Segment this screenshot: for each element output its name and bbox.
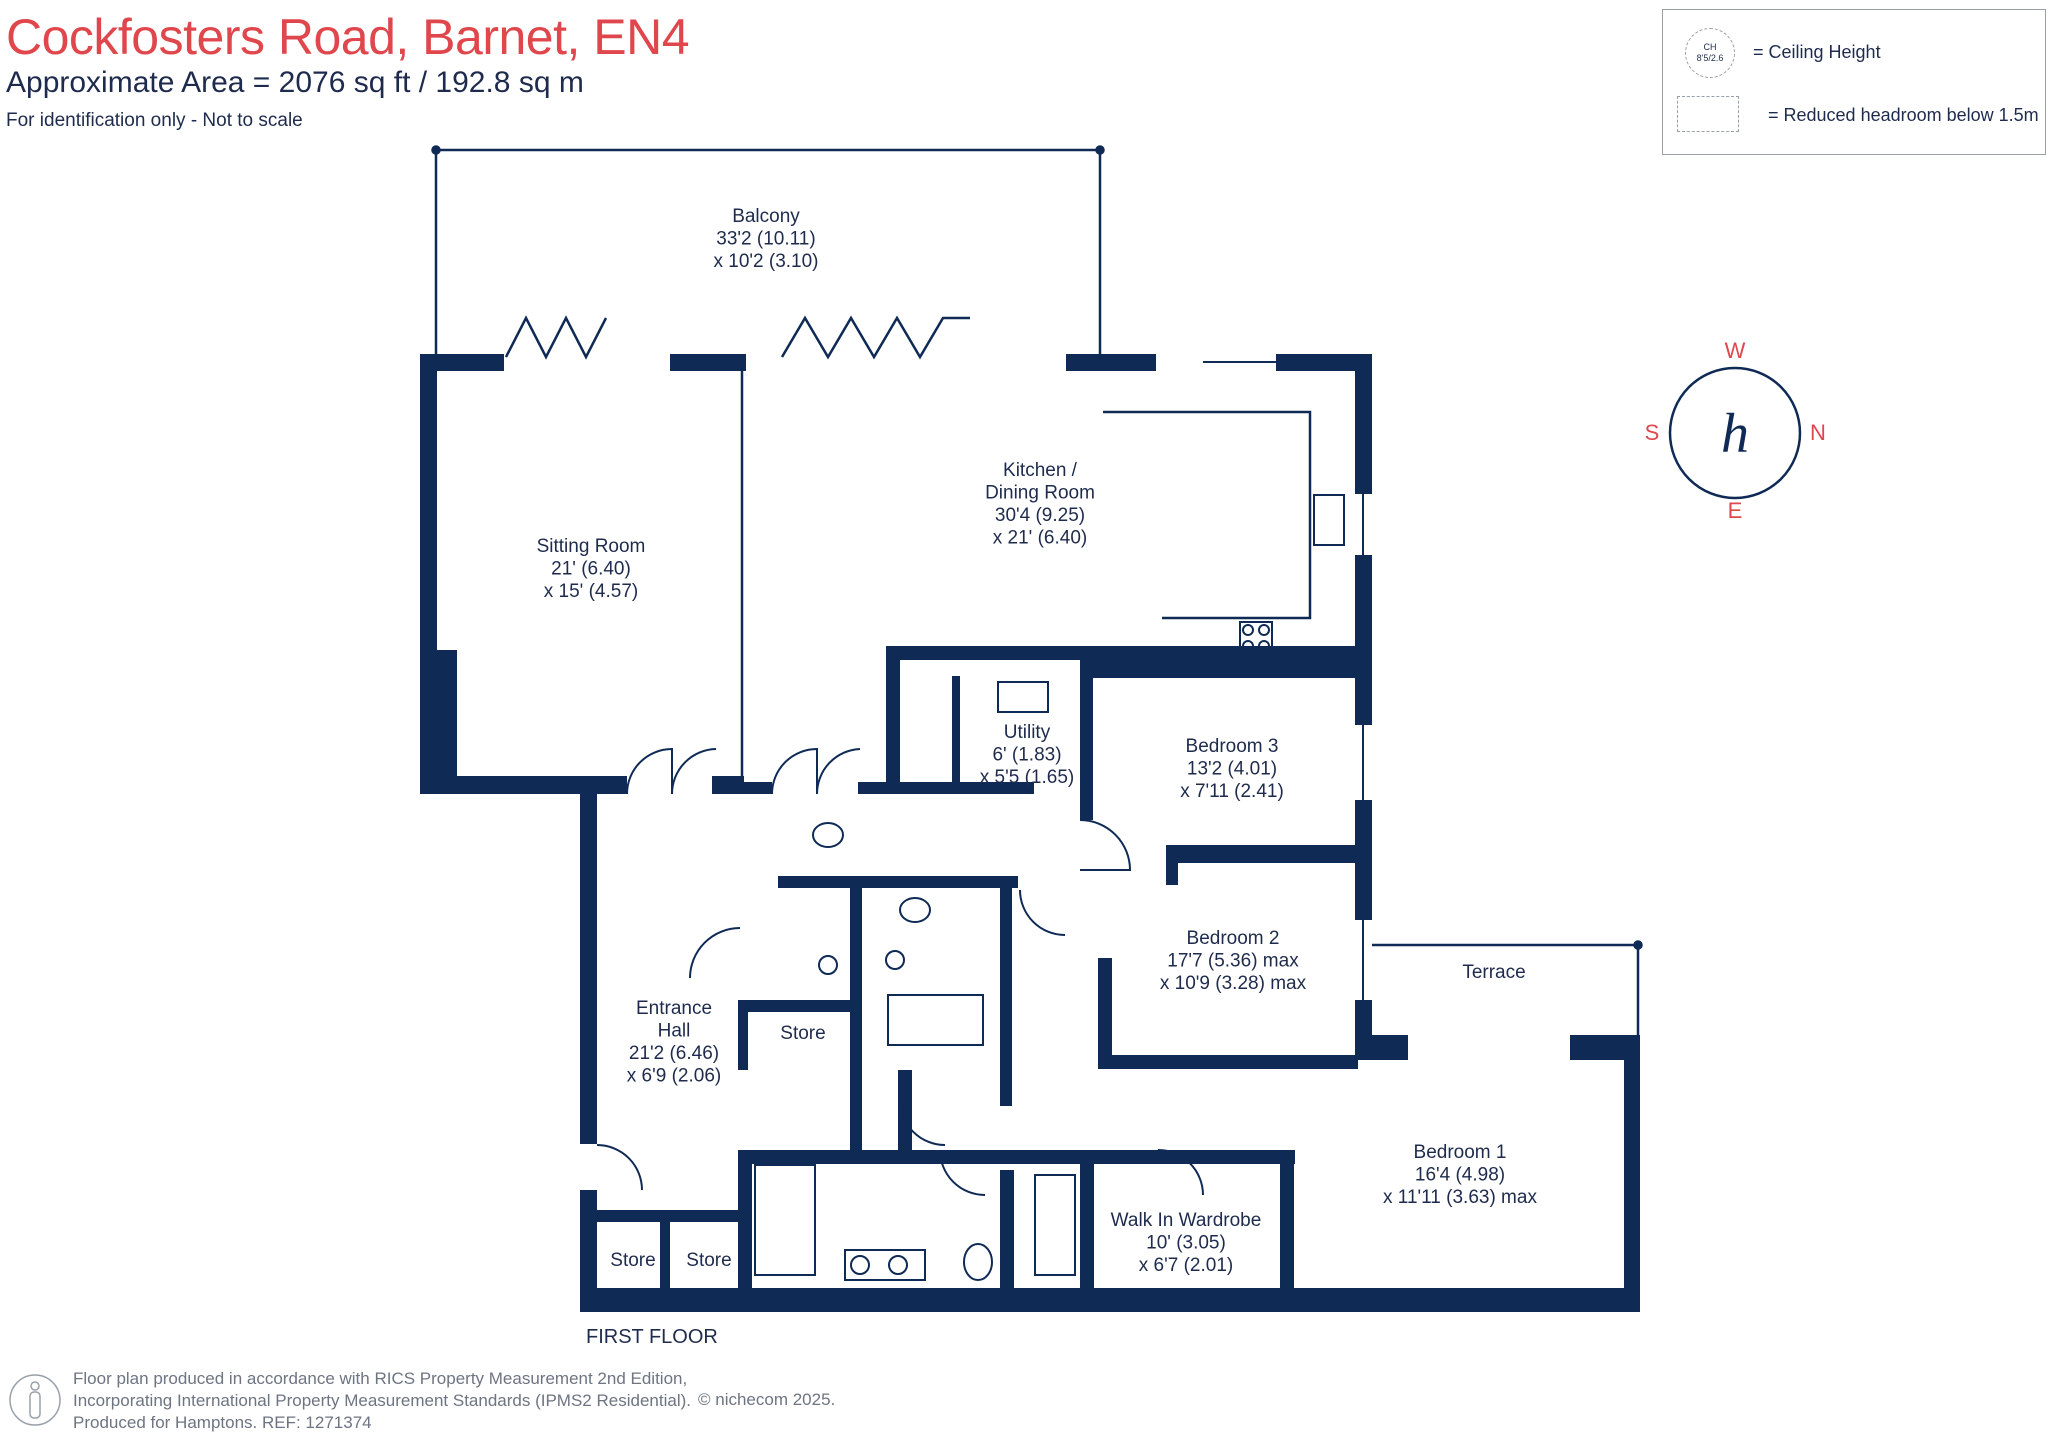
person-info-icon <box>9 1374 61 1426</box>
room-label-terrace: Terrace <box>1462 962 1525 983</box>
ceiling-height-value: 8'5/2.6 <box>1696 53 1724 63</box>
floor-label: FIRST FLOOR <box>586 1326 718 1348</box>
room-label-line: Bedroom 2 <box>1187 928 1280 949</box>
page-title: Cockfosters Road, Barnet, EN4 <box>6 9 690 65</box>
room-label-line: Dining Room <box>985 483 1095 504</box>
room-label-line: x 5'5 (1.65) <box>980 767 1074 788</box>
plan-thin-lines <box>431 145 1643 1035</box>
footer-line-1: Floor plan produced in accordance with R… <box>73 1369 688 1388</box>
room-label-line: Kitchen / <box>1003 460 1078 481</box>
compass-west: W <box>1725 338 1746 363</box>
disclaimer-note: For identification only - Not to scale <box>6 110 303 131</box>
room-label-store-right: Store <box>686 1250 731 1271</box>
room-label-line: Bedroom 3 <box>1186 736 1279 757</box>
room-label-line: Sitting Room <box>537 536 646 557</box>
room-label-line: Utility <box>1004 722 1051 743</box>
room-label-line: Bedroom 1 <box>1414 1142 1507 1163</box>
footer-line-2: Incorporating International Property Mea… <box>73 1391 691 1410</box>
compass-logo: h <box>1721 403 1749 465</box>
footer-line-3: Produced for Hamptons. REF: 1271374 <box>73 1413 372 1432</box>
room-label-line: 6' (1.83) <box>992 745 1061 766</box>
compass-south: S <box>1645 420 1660 445</box>
ceiling-height-symbol: CH 8'5/2.6 <box>1685 28 1735 78</box>
room-label-line: x 10'2 (3.10) <box>713 251 818 272</box>
room-label-line: Balcony <box>732 206 800 227</box>
room-label-line: x 10'9 (3.28) max <box>1160 973 1307 994</box>
ceiling-height-label: = Ceiling Height <box>1753 42 1881 62</box>
footer-copyright: © nichecom 2025. <box>698 1390 836 1409</box>
room-label-line: Hall <box>658 1021 691 1042</box>
room-label-line: x 7'11 (2.41) <box>1180 781 1284 802</box>
room-label-line: x 6'7 (2.01) <box>1139 1255 1233 1276</box>
area-summary: Approximate Area = 2076 sq ft / 192.8 sq… <box>6 66 584 99</box>
room-label-line: 17'7 (5.36) max <box>1167 951 1299 972</box>
room-label-line: x 15' (4.57) <box>544 581 638 602</box>
room-label-line: 16'4 (4.98) <box>1415 1165 1505 1186</box>
room-label-line: x 11'11 (3.63) max <box>1383 1187 1537 1208</box>
compass: h N S E W <box>1645 338 1826 523</box>
room-label-store-mid: Store <box>780 1023 825 1044</box>
plan-fixtures <box>596 361 1364 1281</box>
room-label-line: Store <box>686 1250 731 1271</box>
room-label-line: 10' (3.05) <box>1146 1233 1226 1254</box>
room-label-line: 33'2 (10.11) <box>716 229 815 250</box>
room-label-line: 21' (6.40) <box>551 559 631 580</box>
room-label-line: x 21' (6.40) <box>993 528 1087 549</box>
room-label-line: 30'4 (9.25) <box>995 505 1085 526</box>
room-label-line: 21'2 (6.46) <box>629 1043 719 1064</box>
reduced-headroom-symbol <box>1677 96 1739 132</box>
room-label-line: Store <box>780 1023 825 1044</box>
compass-north: N <box>1810 420 1826 445</box>
room-label-line: Terrace <box>1462 962 1525 983</box>
room-label-line: Walk In Wardrobe <box>1111 1210 1262 1231</box>
reduced-headroom-label: = Reduced headroom below 1.5m <box>1768 105 2039 125</box>
ceiling-height-abbrev: CH <box>1703 42 1717 52</box>
plan-walls <box>420 354 1640 1312</box>
room-label-line: Entrance <box>636 998 712 1019</box>
legend: CH 8'5/2.6 = Ceiling Height = Reduced he… <box>1662 9 2046 155</box>
room-label-line: Store <box>610 1250 655 1271</box>
room-label-store-left: Store <box>610 1250 655 1271</box>
compass-east: E <box>1728 498 1743 523</box>
room-label-line: 13'2 (4.01) <box>1187 759 1277 780</box>
room-label-line: x 6'9 (2.06) <box>627 1066 721 1087</box>
footer-notes: Floor plan produced in accordance with R… <box>73 1368 691 1434</box>
